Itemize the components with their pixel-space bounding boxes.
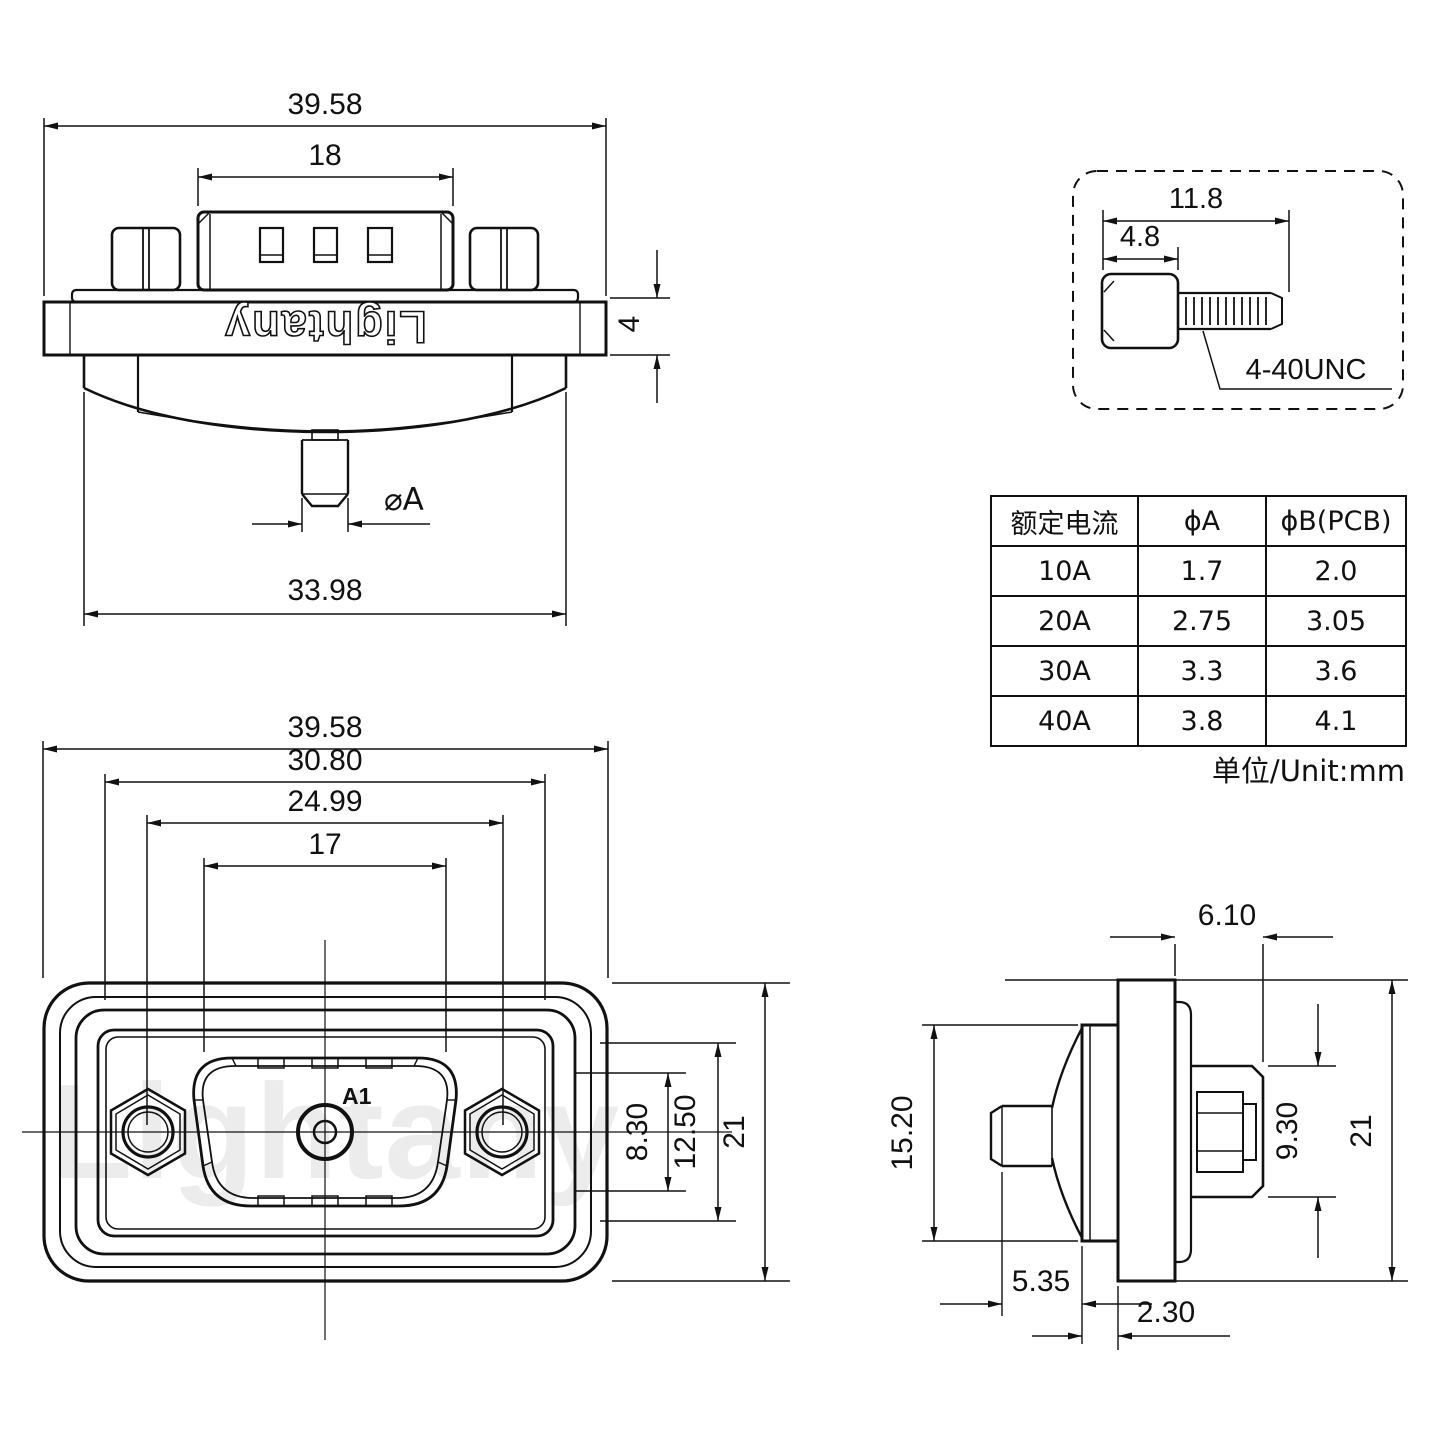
- cell-current: 10A: [990, 545, 1139, 597]
- dim-face-overall-width: 39.58: [287, 711, 362, 744]
- dim-rear-flange-thickness: 4: [613, 316, 646, 333]
- col-header-dia-a: ϕA: [1137, 495, 1267, 547]
- dim-face-opening-height: 12.50: [669, 1094, 702, 1169]
- table-row: 30A 3.3 3.6: [990, 645, 1407, 697]
- cell-current: 20A: [990, 595, 1139, 647]
- dim-side-boss-dia: 9.30: [1271, 1102, 1304, 1160]
- cell-current: 40A: [990, 695, 1139, 747]
- dim-face-opening-width: 17: [308, 828, 341, 861]
- cell-dia-a: 2.75: [1137, 595, 1267, 647]
- rear-view: [42, 118, 670, 626]
- side-view: [922, 933, 1408, 1350]
- col-header-rated-current: 额定电流: [990, 495, 1139, 547]
- dim-rear-body-width: 33.98: [287, 574, 362, 607]
- dim-side-flange-depth: 6.10: [1198, 899, 1256, 932]
- dim-screw-length: 11.8: [1169, 183, 1223, 215]
- cell-dia-a: 3.3: [1137, 645, 1267, 697]
- cell-dia-b: 4.1: [1265, 695, 1407, 747]
- dim-face-screw-spacing: 24.99: [287, 785, 362, 818]
- table-header-row: 额定电流 ϕA ϕB(PCB): [990, 495, 1407, 547]
- cell-dia-b: 3.05: [1265, 595, 1407, 647]
- dim-side-pin-length: 5.35: [1012, 1265, 1070, 1298]
- contact-label-a1: A1: [342, 1083, 372, 1109]
- dim-face-contact-span: 8.30: [621, 1103, 654, 1161]
- dim-rear-overall-width: 39.58: [287, 88, 362, 121]
- face-view: [22, 741, 790, 1340]
- cell-dia-a: 1.7: [1137, 545, 1267, 597]
- dim-side-shell-height: 15.20: [886, 1095, 919, 1170]
- cell-dia-b: 2.0: [1265, 545, 1407, 597]
- table-row: 20A 2.75 3.05: [990, 595, 1407, 647]
- dim-rear-insert-width: 18: [308, 139, 341, 172]
- cell-current: 30A: [990, 645, 1139, 697]
- screw-thread-label: 4-40UNC: [1246, 354, 1367, 386]
- dim-rear-pin-dia-label: ⌀A: [384, 482, 424, 518]
- dim-screw-head-length: 4.8: [1120, 221, 1160, 253]
- dim-side-panel-gap: 2.30: [1137, 1296, 1195, 1329]
- current-rating-table: 额定电流 ϕA ϕB(PCB) 10A 1.7 2.0 20A 2.75 3.0…: [990, 495, 1407, 747]
- dim-face-overall-height: 21: [718, 1115, 751, 1148]
- cell-dia-a: 3.8: [1137, 695, 1267, 747]
- screw-detail-view: [1072, 170, 1404, 410]
- unit-note: 单位/Unit:mm: [1211, 754, 1405, 788]
- dim-face-mount-width: 30.80: [287, 744, 362, 777]
- dim-side-overall-height: 21: [1345, 1114, 1378, 1147]
- brand-logo-text: Lightany: [223, 302, 427, 353]
- cell-dia-b: 3.6: [1265, 645, 1407, 697]
- table-row: 40A 3.8 4.1: [990, 695, 1407, 747]
- col-header-dia-b-pcb: ϕB(PCB): [1265, 495, 1407, 547]
- table-row: 10A 1.7 2.0: [990, 545, 1407, 597]
